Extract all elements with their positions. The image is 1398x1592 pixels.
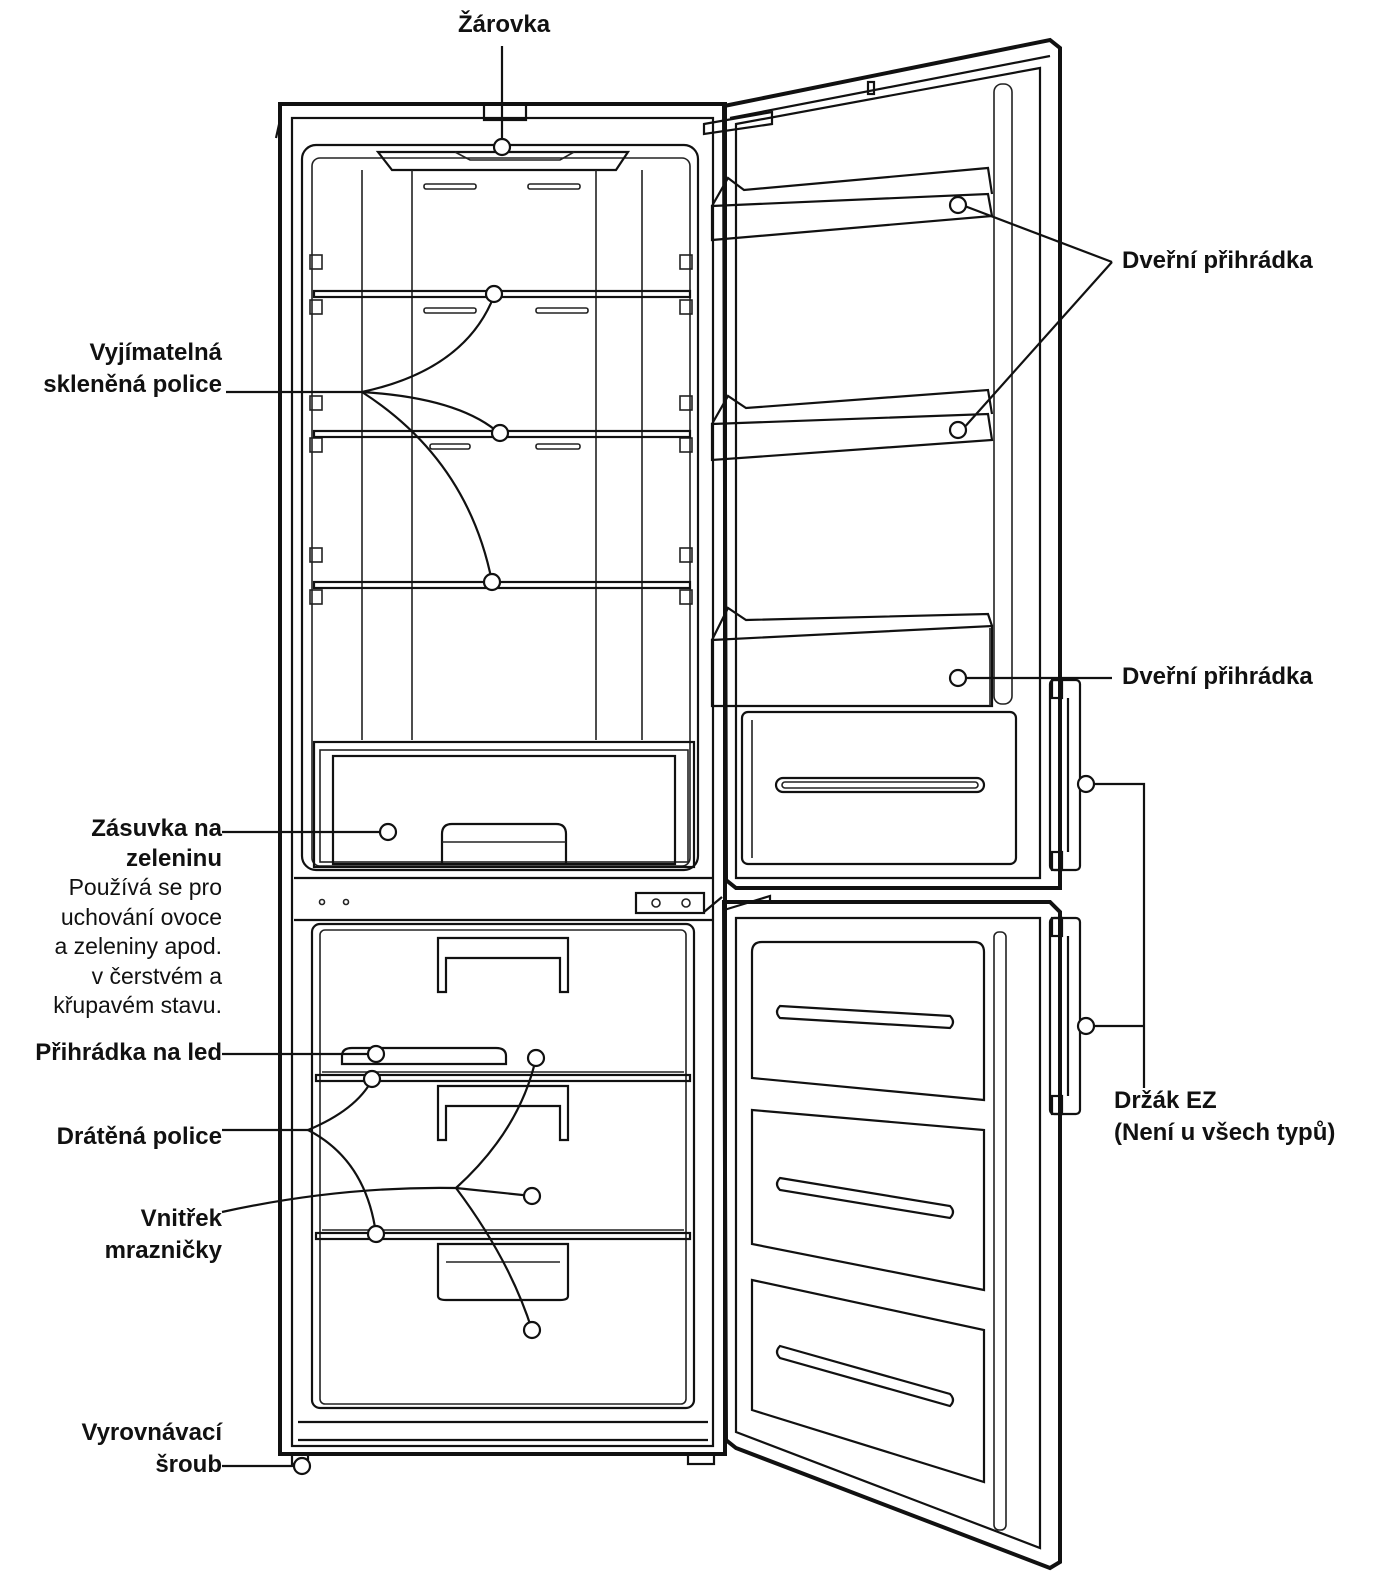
callout-dot (492, 425, 508, 441)
callout-dot (1078, 776, 1094, 792)
label-leveling-screw: Vyrovnávací šroub (81, 1418, 222, 1480)
control-strip (294, 878, 722, 920)
crisper-note-line: křupavém stavu. (53, 991, 222, 1021)
callout-dot (486, 286, 502, 302)
fridge-door (704, 40, 1080, 888)
label-door-bin-top: Dveřní přihrádka (1122, 246, 1313, 276)
label-crisper-line1: Zásuvka na (91, 814, 222, 844)
label-crisper-line2: zeleninu (91, 844, 222, 874)
callout-dot (368, 1226, 384, 1242)
label-ez-handle-line2: (Není u všech typů) (1114, 1118, 1335, 1148)
crisper-drawer (314, 742, 694, 867)
callout-dot (950, 197, 966, 213)
callout-dot (950, 670, 966, 686)
callout-dot (484, 574, 500, 590)
label-ez-handle: Držák EZ (Není u všech typů) (1114, 1086, 1335, 1148)
callout-dot (524, 1322, 540, 1338)
callout-dot (528, 1050, 544, 1066)
label-wire-shelf: Drátěná police (57, 1122, 222, 1152)
crisper-note-line: Používá se pro (53, 873, 222, 903)
freezer-door (724, 896, 1080, 1568)
crisper-note-line: v čerstvém a (53, 962, 222, 992)
label-ez-handle-line1: Držák EZ (1114, 1086, 1335, 1116)
callout-dot (294, 1458, 310, 1474)
label-crisper-note: Používá se pro uchování ovoce a zeleniny… (53, 873, 222, 1021)
freezer-door-drawer-1 (752, 942, 984, 1100)
callout-dot (950, 422, 966, 438)
callout-dot (494, 139, 510, 155)
label-freezer-inside: Vnitřek mrazničky (105, 1204, 222, 1266)
callout-dot (524, 1188, 540, 1204)
label-freezer-line1: Vnitřek (105, 1204, 222, 1234)
fridge-compartment (302, 145, 698, 870)
callout-dot (368, 1046, 384, 1062)
label-ice-tray: Přihrádka na led (35, 1038, 222, 1068)
label-freezer-line2: mrazničky (105, 1236, 222, 1266)
label-door-bin-bottom: Dveřní přihrádka (1122, 662, 1313, 692)
crisper-note-line: uchování ovoce (53, 903, 222, 933)
label-crisper: Zásuvka na zeleninu (91, 814, 222, 874)
refrigerator-body (276, 104, 725, 1464)
label-leveling-line2: šroub (81, 1450, 222, 1480)
callout-dot (380, 824, 396, 840)
door-bin-2 (712, 390, 992, 460)
door-bin-3 (712, 608, 992, 706)
label-glass-shelf-line2: skleněná police (43, 370, 222, 400)
label-glass-shelf: Vyjímatelná skleněná police (43, 338, 222, 400)
label-leveling-line1: Vyrovnávací (81, 1418, 222, 1448)
callout-dot (1078, 1018, 1094, 1034)
crisper-note-line: a zeleniny apod. (53, 932, 222, 962)
label-glass-shelf-line1: Vyjímatelná (43, 338, 222, 368)
callout-dot (364, 1071, 380, 1087)
label-bulb: Žárovka (458, 10, 550, 40)
freezer-door-drawer-2 (752, 1110, 984, 1290)
